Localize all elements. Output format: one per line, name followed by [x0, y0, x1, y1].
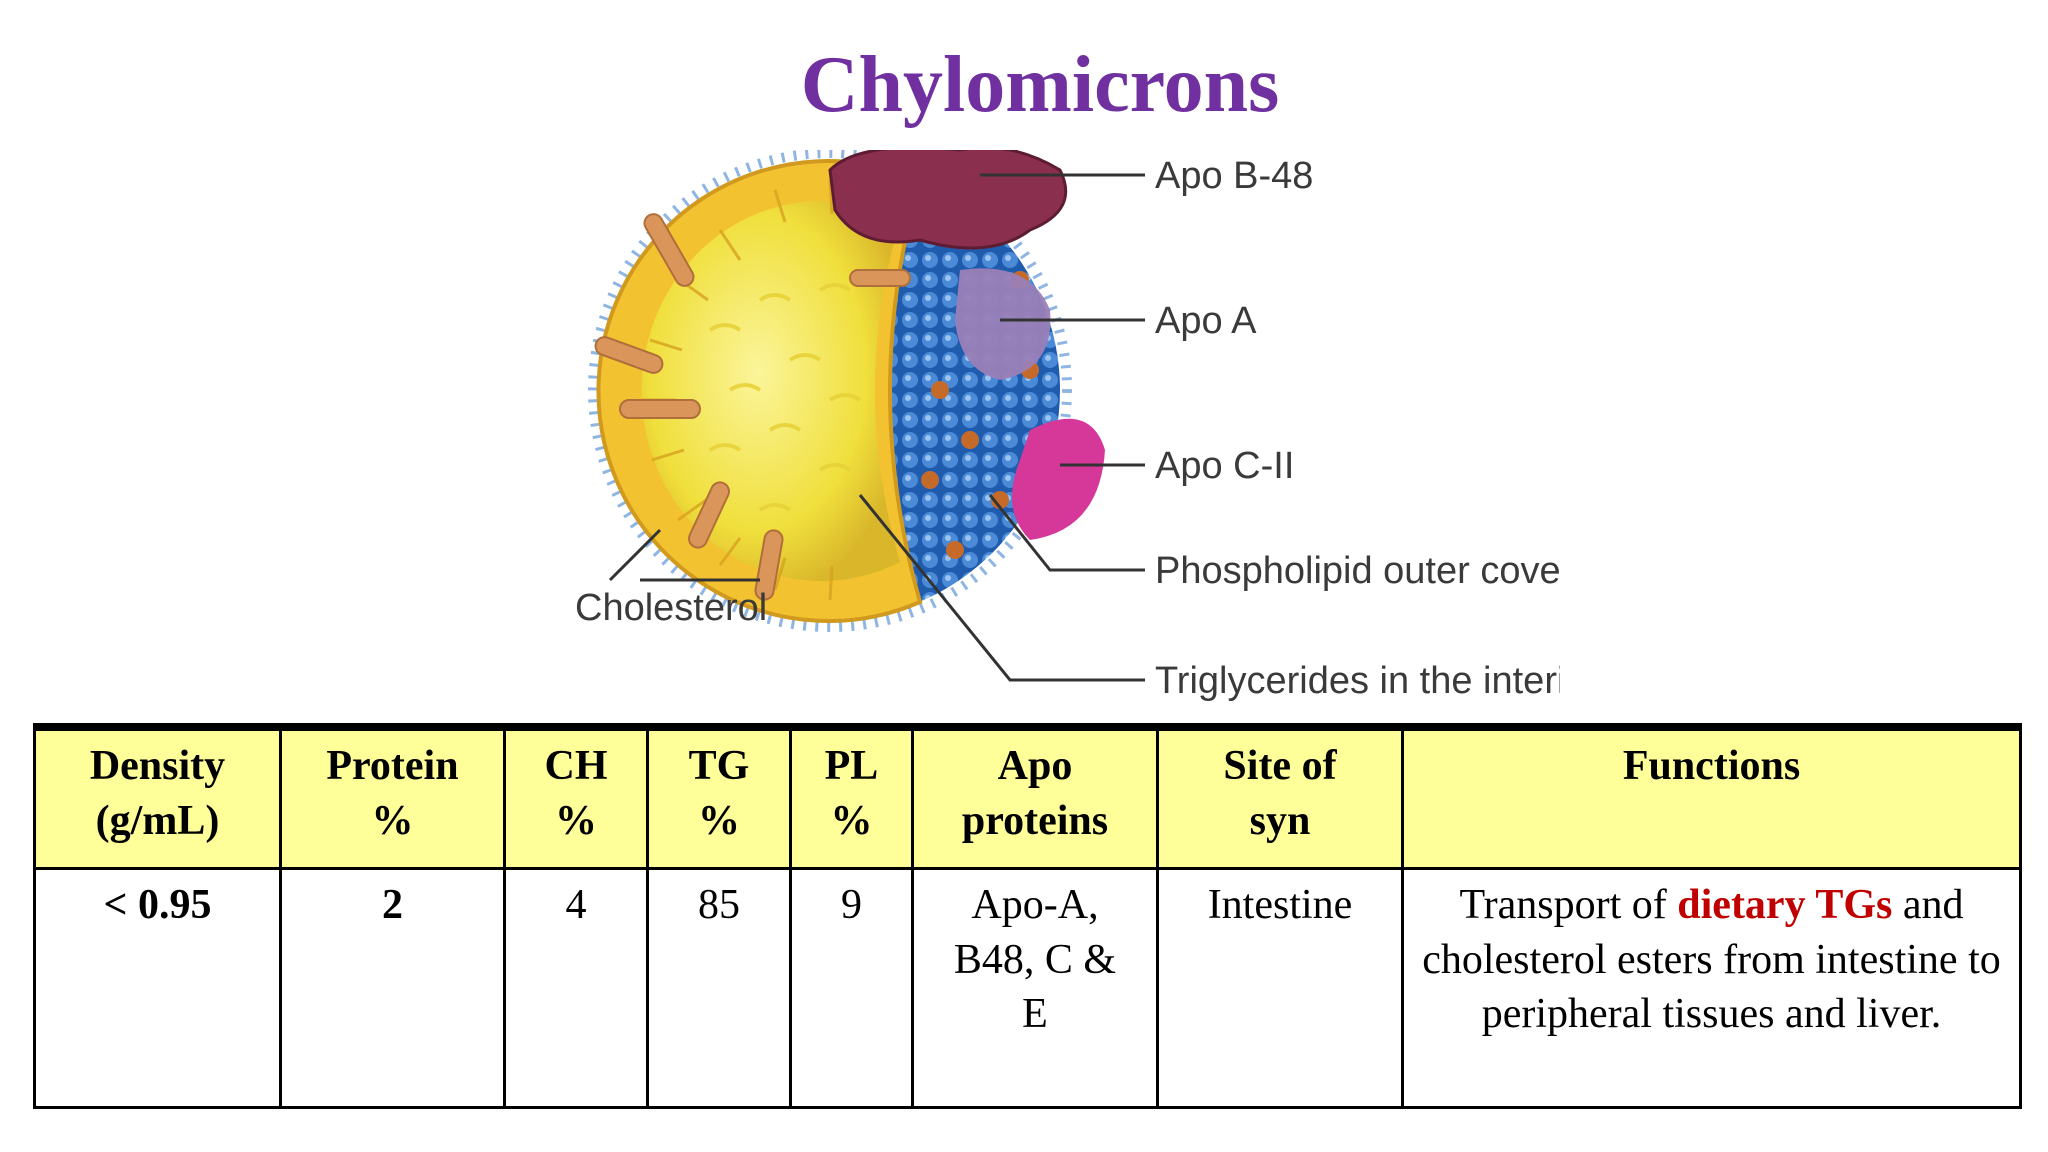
header-tg-line2: % [698, 797, 740, 844]
header-ch-line1: CH [544, 743, 608, 789]
header-functions: Functions [1401, 725, 2022, 870]
header-density: Density (g/mL) [33, 725, 282, 870]
table-header-row: Density (g/mL) Protein % CH % TG % PL % … [33, 725, 2022, 870]
header-density-line2: (g/mL) [95, 797, 220, 844]
outer-boundary [588, 150, 1072, 632]
label-apo-c2: Apo C-II [1155, 445, 1294, 487]
page-title: Chylomicrons [800, 41, 1280, 129]
triglyceride-core [641, 200, 900, 582]
cell-density: < 0.95 [33, 867, 282, 1109]
label-apo-a: Apo A [1155, 300, 1257, 342]
functions-highlight: dietary TGs [1677, 882, 1893, 928]
table-row: < 0.95 2 4 85 9 Apo-A, B48, C & E Intest… [33, 867, 2022, 1109]
header-apo-line1: Apo [997, 743, 1073, 789]
cell-site: Intestine [1156, 867, 1404, 1109]
chylomicron-diagram: Apo B-48 Apo A Apo C-II Phospholipid out… [560, 150, 1560, 710]
apo-c2-shape [1012, 418, 1105, 540]
header-functions-line1: Functions [1622, 743, 1801, 789]
cell-apo-line2: B48, C & [953, 936, 1117, 983]
chylomicron-illustration: Apo B-48 Apo A Apo C-II Phospholipid out… [575, 150, 1560, 702]
header-protein-line2: % [371, 797, 414, 844]
header-site-line2: syn [1249, 797, 1311, 844]
label-triglycerides: Triglycerides in the interior [1155, 660, 1560, 702]
lipoprotein-table: Density (g/mL) Protein % CH % TG % PL % … [33, 723, 2022, 1109]
cell-protein: 2 [279, 867, 506, 1109]
header-tg: TG % [646, 725, 792, 870]
cholesterol-molecules [594, 213, 911, 601]
cell-apo-line1: Apo-A, [971, 882, 1099, 928]
cell-ch: 4 [503, 867, 649, 1109]
header-ch-line2: % [555, 797, 597, 844]
cell-tg: 85 [646, 867, 792, 1109]
label-cholesterol: Cholesterol [575, 587, 767, 629]
header-pl-line2: % [830, 797, 873, 844]
label-apo-b48: Apo B-48 [1155, 155, 1313, 197]
cell-apo: Apo-A, B48, C & E [911, 867, 1159, 1109]
functions-text-1: Transport of [1459, 882, 1678, 928]
cell-apo-line3: E [1022, 991, 1048, 1038]
header-protein: Protein % [279, 725, 506, 870]
header-pl-line1: PL [824, 743, 879, 789]
functions-text-2: and cholesterol esters from intestine to… [1422, 882, 2001, 1038]
apo-a-shape [955, 268, 1051, 380]
header-pl: PL % [789, 725, 914, 870]
header-protein-line1: Protein [326, 743, 459, 789]
header-site-line1: Site of [1223, 743, 1337, 789]
cell-functions: Transport of dietary TGs and cholesterol… [1401, 867, 2022, 1109]
header-ch: CH % [503, 725, 649, 870]
header-tg-line1: TG [688, 743, 750, 789]
core-texture [708, 283, 862, 512]
cell-pl: 9 [789, 867, 914, 1109]
header-apo-line2: proteins [961, 797, 1109, 844]
label-phospholipid: Phospholipid outer cover [1155, 550, 1560, 592]
apo-b48-shape [828, 150, 1068, 250]
leader-lines [608, 173, 1145, 682]
header-density-line1: Density [89, 743, 226, 789]
header-site: Site of syn [1156, 725, 1404, 870]
header-apo: Apo proteins [911, 725, 1159, 870]
